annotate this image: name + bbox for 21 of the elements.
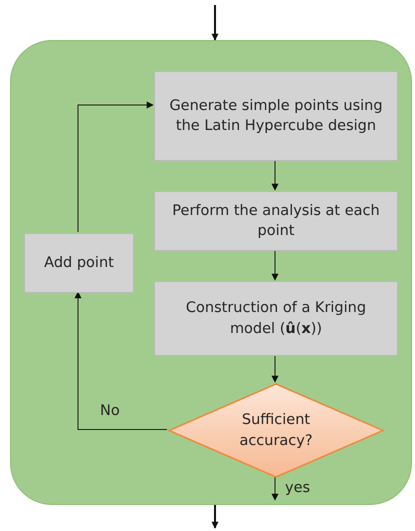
loop-container	[10, 40, 412, 505]
arrow	[78, 102, 154, 232]
edge-label: No	[100, 403, 120, 419]
process-box	[154, 281, 398, 356]
arrow	[272, 250, 278, 281]
node-text: Sufficient accuracy?	[238, 411, 314, 450]
arrow	[212, 5, 218, 41]
node-text: Perform the analysis at each point	[171, 202, 381, 241]
node-text: Add point	[44, 254, 114, 273]
edge-label: yes	[285, 480, 310, 496]
arrow	[272, 476, 278, 501]
arrow	[212, 505, 218, 529]
arrow	[272, 160, 278, 191]
process-box	[154, 191, 398, 251]
decision-diamond	[168, 383, 384, 478]
node-text: Generate simple points using the Latin Hypercube design	[168, 96, 384, 136]
process-box	[24, 233, 134, 293]
process-box	[154, 71, 398, 161]
arrow	[74, 291, 168, 430]
node-text: Construction of a Kriging model (û(x))	[184, 299, 368, 338]
arrow	[272, 354, 278, 383]
